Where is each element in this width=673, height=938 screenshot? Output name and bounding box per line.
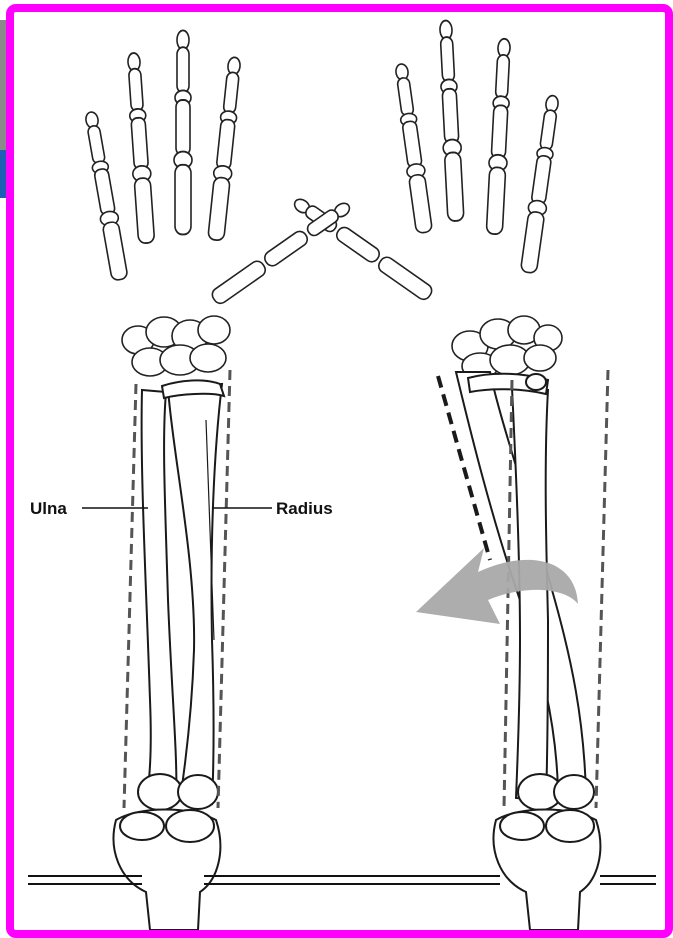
left-radius-axis-line xyxy=(218,370,230,808)
diagram-frame xyxy=(6,4,673,938)
forearm-diagram xyxy=(14,12,665,930)
ulna-label: Ulna xyxy=(30,499,67,519)
right-humerus xyxy=(494,810,601,931)
left-forearm xyxy=(138,380,224,810)
right-hand xyxy=(210,20,562,379)
left-hand xyxy=(82,30,435,376)
left-humerus xyxy=(114,810,221,931)
radius-label: Radius xyxy=(276,499,333,519)
right-outer-axis-line xyxy=(596,370,608,808)
left-ulna-axis-line xyxy=(124,384,136,808)
